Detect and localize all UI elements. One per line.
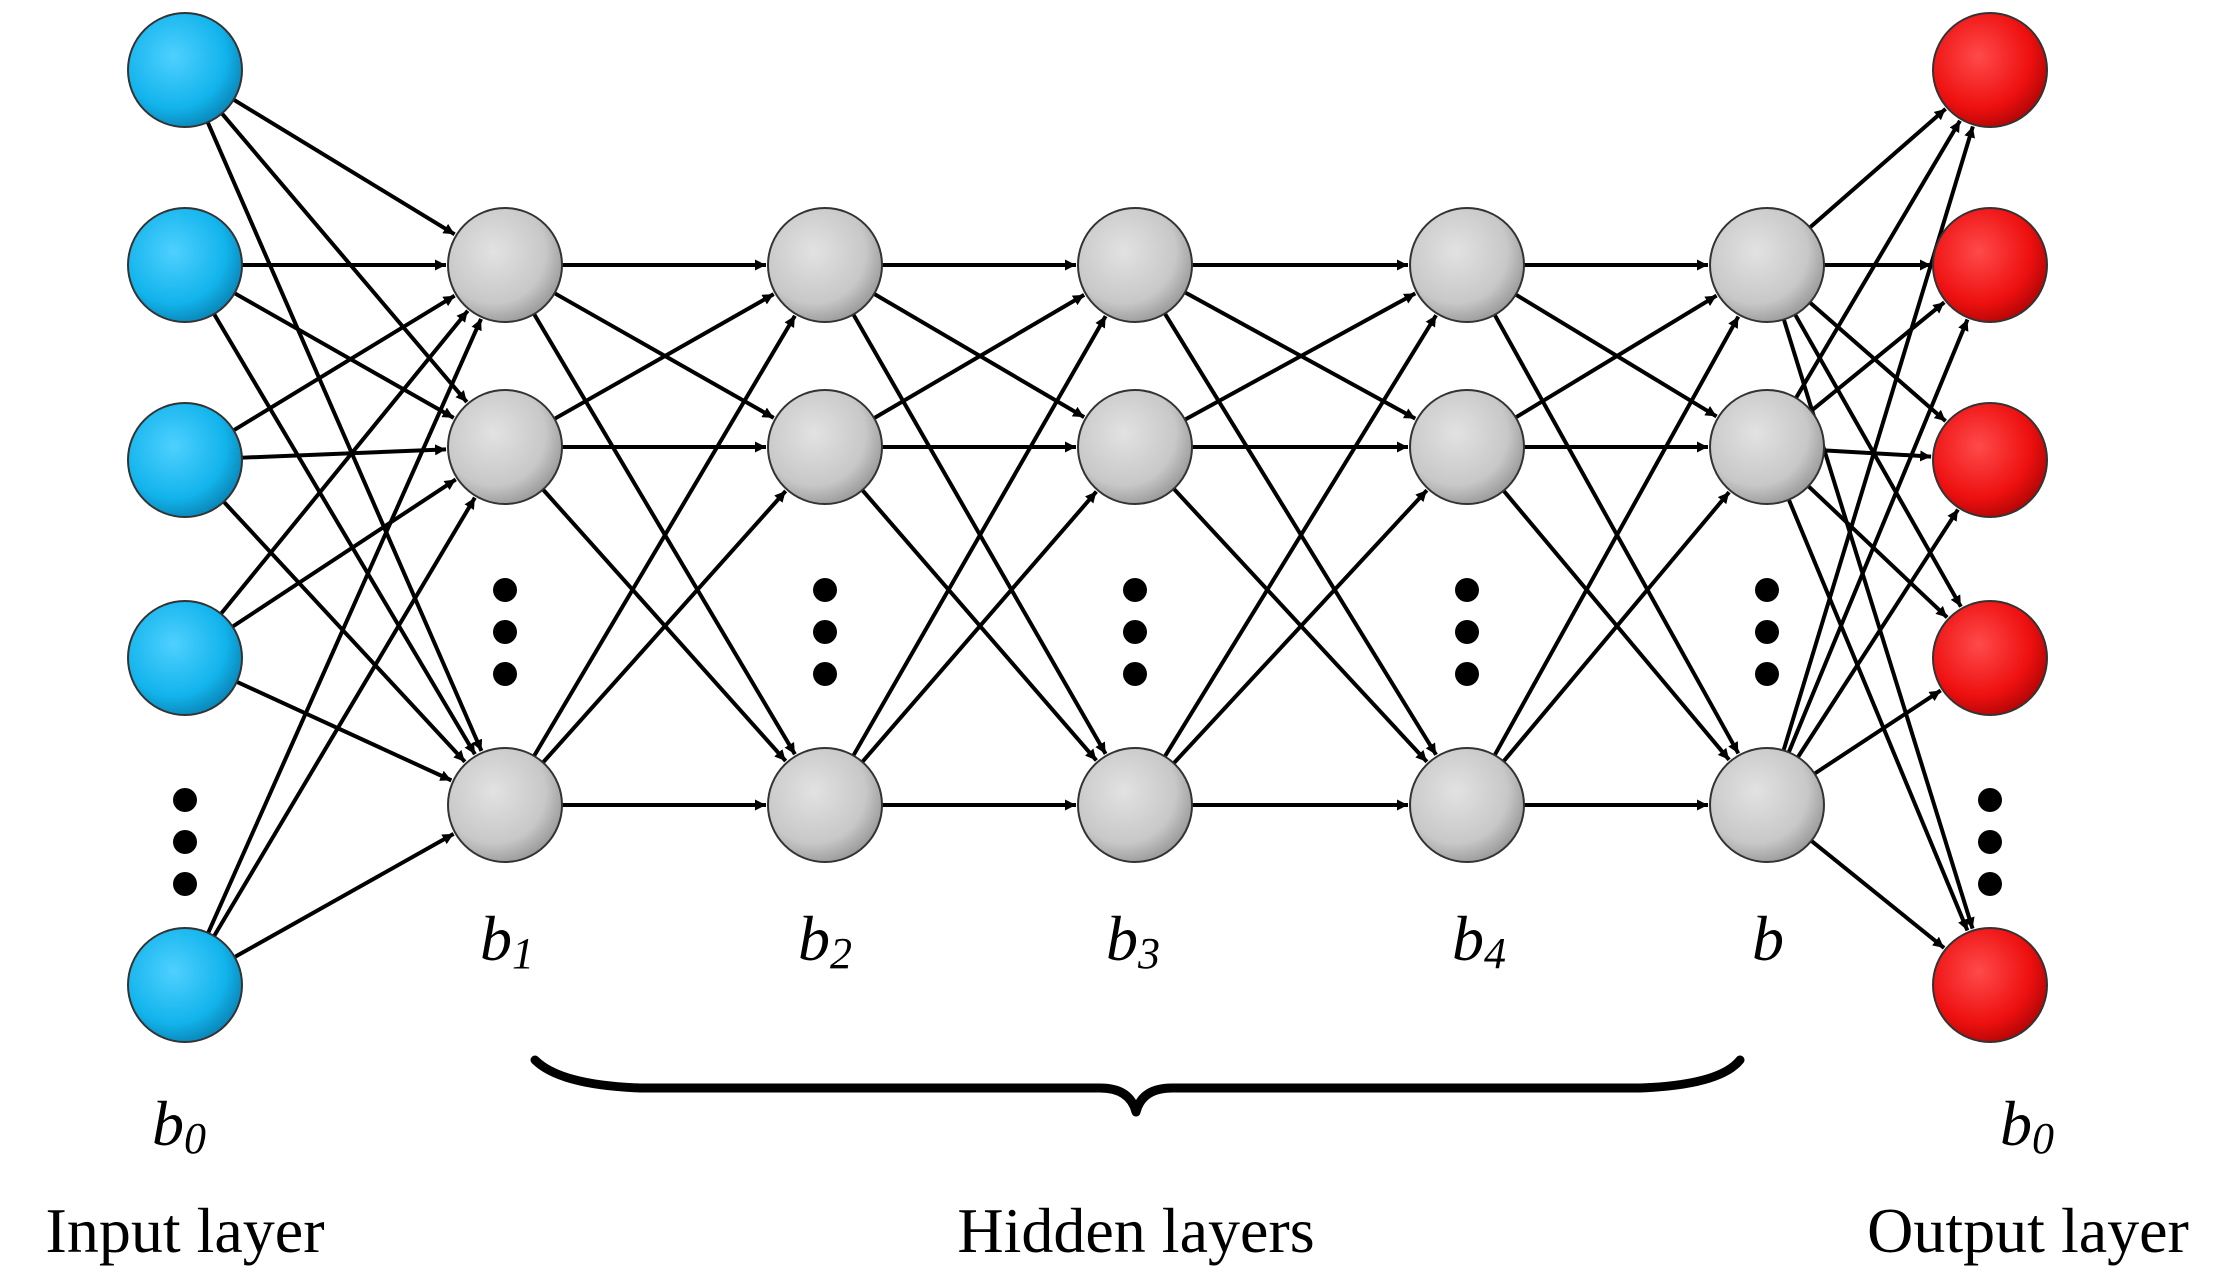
hidden-node-layer-2	[767, 747, 883, 863]
hidden-layers-brace	[530, 1055, 1745, 1117]
edge-h4-2-to-h5-0	[1492, 315, 1741, 757]
edge-h5-2-to-output-3	[1813, 688, 1942, 776]
hidden-node-layer-3	[1077, 207, 1193, 323]
output-node	[1932, 402, 2048, 518]
edge-h3-2-to-h4-1	[1172, 488, 1429, 765]
edge-input-3-to-h1-1	[231, 477, 457, 629]
hidden-node-layer-4	[1409, 389, 1525, 505]
ellipsis-dot-hidden-2	[813, 620, 837, 644]
input-layer-label: Input layer	[46, 1195, 325, 1266]
bias-label-hidden-5: b	[1752, 903, 1784, 974]
input-node	[127, 12, 243, 128]
output-layer-label: Output layer	[1867, 1195, 2189, 1266]
ellipsis-dot-hidden-1	[493, 578, 517, 602]
hidden-node-layer-5	[1709, 207, 1825, 323]
input-node	[127, 207, 243, 323]
output-node	[1932, 12, 2048, 128]
edge-h5-0-to-output-2	[1808, 301, 1947, 423]
ellipsis-dot-hidden-3	[1123, 620, 1147, 644]
hidden-layers-label: Hidden layers	[957, 1195, 1314, 1266]
bias-label-hidden-3: b3	[1106, 903, 1160, 978]
edge-input-4-to-h1-1	[212, 496, 477, 938]
ellipsis-dot-hidden-1	[493, 620, 517, 644]
edge-input-1-to-h1-2	[212, 313, 477, 756]
hidden-node-layer-5	[1709, 747, 1825, 863]
hidden-node-layer-3	[1077, 389, 1193, 505]
ellipsis-dot-hidden-4	[1455, 662, 1479, 686]
edge-input-0-to-h1-0	[232, 97, 456, 237]
hidden-node-layer-4	[1409, 207, 1525, 323]
hidden-node-layer-5	[1709, 389, 1825, 505]
input-node	[127, 927, 243, 1043]
ellipsis-dot-output	[1978, 830, 2002, 854]
edge-h4-2-to-h5-1	[1502, 490, 1731, 763]
hidden-node-layer-1	[447, 207, 563, 323]
edge-h5-1-to-output-4	[1786, 498, 1970, 932]
edge-h5-2-to-output-0	[1781, 125, 1975, 752]
edge-input-4-to-h1-2	[233, 832, 455, 959]
ellipsis-dot-hidden-5	[1755, 620, 1779, 644]
output-node	[1932, 927, 2048, 1043]
edge-h5-2-to-output-2	[1796, 508, 1960, 759]
hidden-node-layer-4	[1409, 747, 1525, 863]
edge-h2-2-to-h3-1	[860, 490, 1098, 764]
edge-input-4-to-h1-0	[206, 318, 483, 934]
edge-input-2-to-h1-0	[232, 293, 456, 433]
ellipsis-dot-input	[173, 788, 197, 812]
edge-h3-2-to-h4-0	[1163, 314, 1438, 758]
bias-label-hidden-1: b1	[480, 903, 534, 978]
ellipsis-dot-hidden-2	[813, 578, 837, 602]
edge-h1-1-to-h2-0	[553, 292, 775, 421]
ellipsis-dot-input	[173, 830, 197, 854]
hidden-node-layer-1	[447, 747, 563, 863]
ellipsis-dot-hidden-3	[1123, 662, 1147, 686]
bias-label-input: b0	[152, 1088, 206, 1163]
hidden-node-layer-1	[447, 389, 563, 505]
hidden-node-layer-3	[1077, 747, 1193, 863]
connection-edges	[205, 97, 1975, 959]
ellipsis-dot-hidden-1	[493, 662, 517, 686]
edge-h1-2-to-h2-0	[532, 314, 797, 757]
edge-h4-1-to-h5-0	[1514, 293, 1718, 420]
ellipsis-dot-input	[173, 872, 197, 896]
output-node	[1932, 207, 2048, 323]
output-node	[1932, 600, 2048, 716]
edge-input-1-to-h1-1	[233, 291, 455, 420]
ellipsis-dot-hidden-3	[1123, 578, 1147, 602]
edge-h1-2-to-h2-1	[541, 489, 788, 764]
ellipsis-dot-hidden-4	[1455, 578, 1479, 602]
edge-h5-1-to-output-0	[1794, 119, 1962, 399]
bias-label-output: b0	[2000, 1088, 2054, 1163]
edge-input-2-to-h1-1	[241, 444, 447, 460]
ellipsis-dot-output	[1978, 788, 2002, 812]
hidden-node-layer-2	[767, 389, 883, 505]
bias-label-hidden-4: b4	[1452, 903, 1506, 978]
edge-h2-1-to-h3-0	[873, 293, 1086, 420]
network-nodes	[127, 12, 2048, 1043]
edge-h5-0-to-output-3	[1793, 313, 1963, 608]
edge-input-3-to-h1-2	[235, 679, 453, 783]
edge-input-0-to-h1-1	[220, 112, 469, 404]
input-node	[127, 600, 243, 716]
edge-input-2-to-h1-2	[222, 500, 467, 764]
ellipsis-dot-hidden-2	[813, 662, 837, 686]
edge-input-0-to-h1-2	[205, 121, 484, 752]
input-node	[127, 402, 243, 518]
hidden-node-layer-2	[767, 207, 883, 323]
ellipsis-dot-hidden-4	[1455, 620, 1479, 644]
edge-h5-2-to-output-4	[1810, 839, 1946, 950]
edge-h2-2-to-h3-0	[851, 315, 1108, 757]
ellipsis-dot-hidden-5	[1755, 662, 1779, 686]
edge-h5-2-to-output-1	[1786, 318, 1970, 754]
ellipsis-dot-hidden-5	[1755, 578, 1779, 602]
edge-h5-0-to-output-0	[1808, 107, 1947, 229]
ellipsis-dot-output	[1978, 872, 2002, 896]
bias-label-hidden-2: b2	[798, 903, 852, 978]
edge-h5-1-to-output-3	[1807, 484, 1949, 619]
edge-h3-1-to-h4-0	[1184, 291, 1417, 422]
ellipsis-dots	[173, 578, 2002, 896]
edge-h5-1-to-output-1	[1809, 300, 1946, 413]
edge-input-3-to-h1-0	[219, 309, 470, 616]
